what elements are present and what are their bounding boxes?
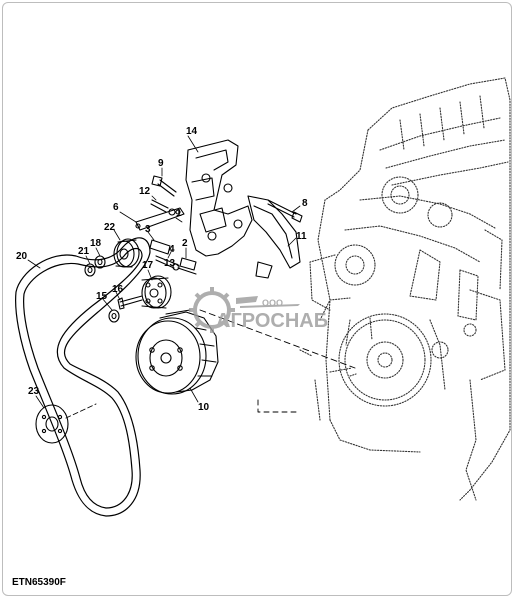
callout-23: 23 xyxy=(28,386,40,397)
watermark-logo: ООО АГРОСНАБ xyxy=(189,287,328,333)
bolt-9 xyxy=(151,175,177,197)
callout-20: 20 xyxy=(16,251,28,262)
bolt-8 xyxy=(267,199,303,223)
callout-2: 2 xyxy=(182,238,188,249)
crankshaft-pulley xyxy=(135,309,219,395)
callout-21: 21 xyxy=(78,246,90,257)
spacer-2 xyxy=(179,257,197,271)
spacer-3 xyxy=(149,239,171,255)
callout-10: 10 xyxy=(198,402,210,413)
washer-15 xyxy=(108,309,120,323)
tensioner-arm xyxy=(247,195,301,279)
callout-15: 15 xyxy=(96,291,108,302)
callout-11: 11 xyxy=(296,231,307,242)
callout-3: 3 xyxy=(145,224,151,235)
alignment-line xyxy=(199,309,356,369)
callout-9: 9 xyxy=(158,158,164,169)
bolt-16 xyxy=(117,295,143,310)
link-strap xyxy=(135,207,185,231)
callout-18: 18 xyxy=(90,238,102,249)
engine-block xyxy=(299,77,511,501)
callout-14: 14 xyxy=(186,126,198,137)
figure-code: ETN65390F xyxy=(12,577,66,588)
pulley-hub xyxy=(141,275,172,309)
callout-4: 4 xyxy=(169,244,175,255)
mounting-bracket xyxy=(185,139,253,257)
callout-8: 8 xyxy=(302,198,308,209)
callout-6: 6 xyxy=(113,202,119,213)
bolt-12 xyxy=(150,199,176,216)
callout-22: 22 xyxy=(104,222,116,233)
callout-1: 1 xyxy=(176,208,182,219)
bolt-4 xyxy=(155,255,177,269)
callout-12: 12 xyxy=(139,186,151,197)
bolt-13 xyxy=(172,263,197,275)
gear-icon xyxy=(189,287,235,333)
watermark-prefix: ООО xyxy=(262,298,283,308)
callout-17: 17 xyxy=(142,260,154,271)
callout-labels: 14 9 12 1 8 6 11 22 3 18 2 20 4 21 13 17… xyxy=(16,126,308,413)
damper-disc xyxy=(35,403,97,444)
drive-belt xyxy=(15,237,151,517)
callout-13: 13 xyxy=(164,258,176,269)
callout-16: 16 xyxy=(112,284,124,295)
watermark-brand: АГРОСНАБ xyxy=(216,310,328,332)
leader-lines xyxy=(27,135,301,409)
